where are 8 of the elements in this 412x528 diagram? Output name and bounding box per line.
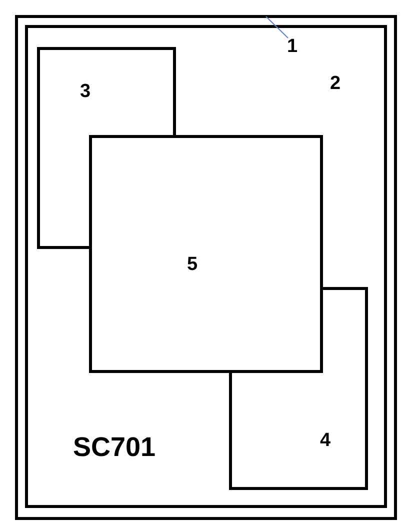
callout-number: 3 [80, 81, 91, 103]
panel-outline [89, 135, 323, 373]
callout-number: 1 [287, 36, 298, 58]
part-label: SC701 [73, 432, 156, 462]
leader-line [265, 16, 289, 38]
callout-number: 2 [330, 73, 341, 95]
callout-number: 5 [187, 254, 198, 276]
callout-number: 4 [320, 430, 331, 452]
